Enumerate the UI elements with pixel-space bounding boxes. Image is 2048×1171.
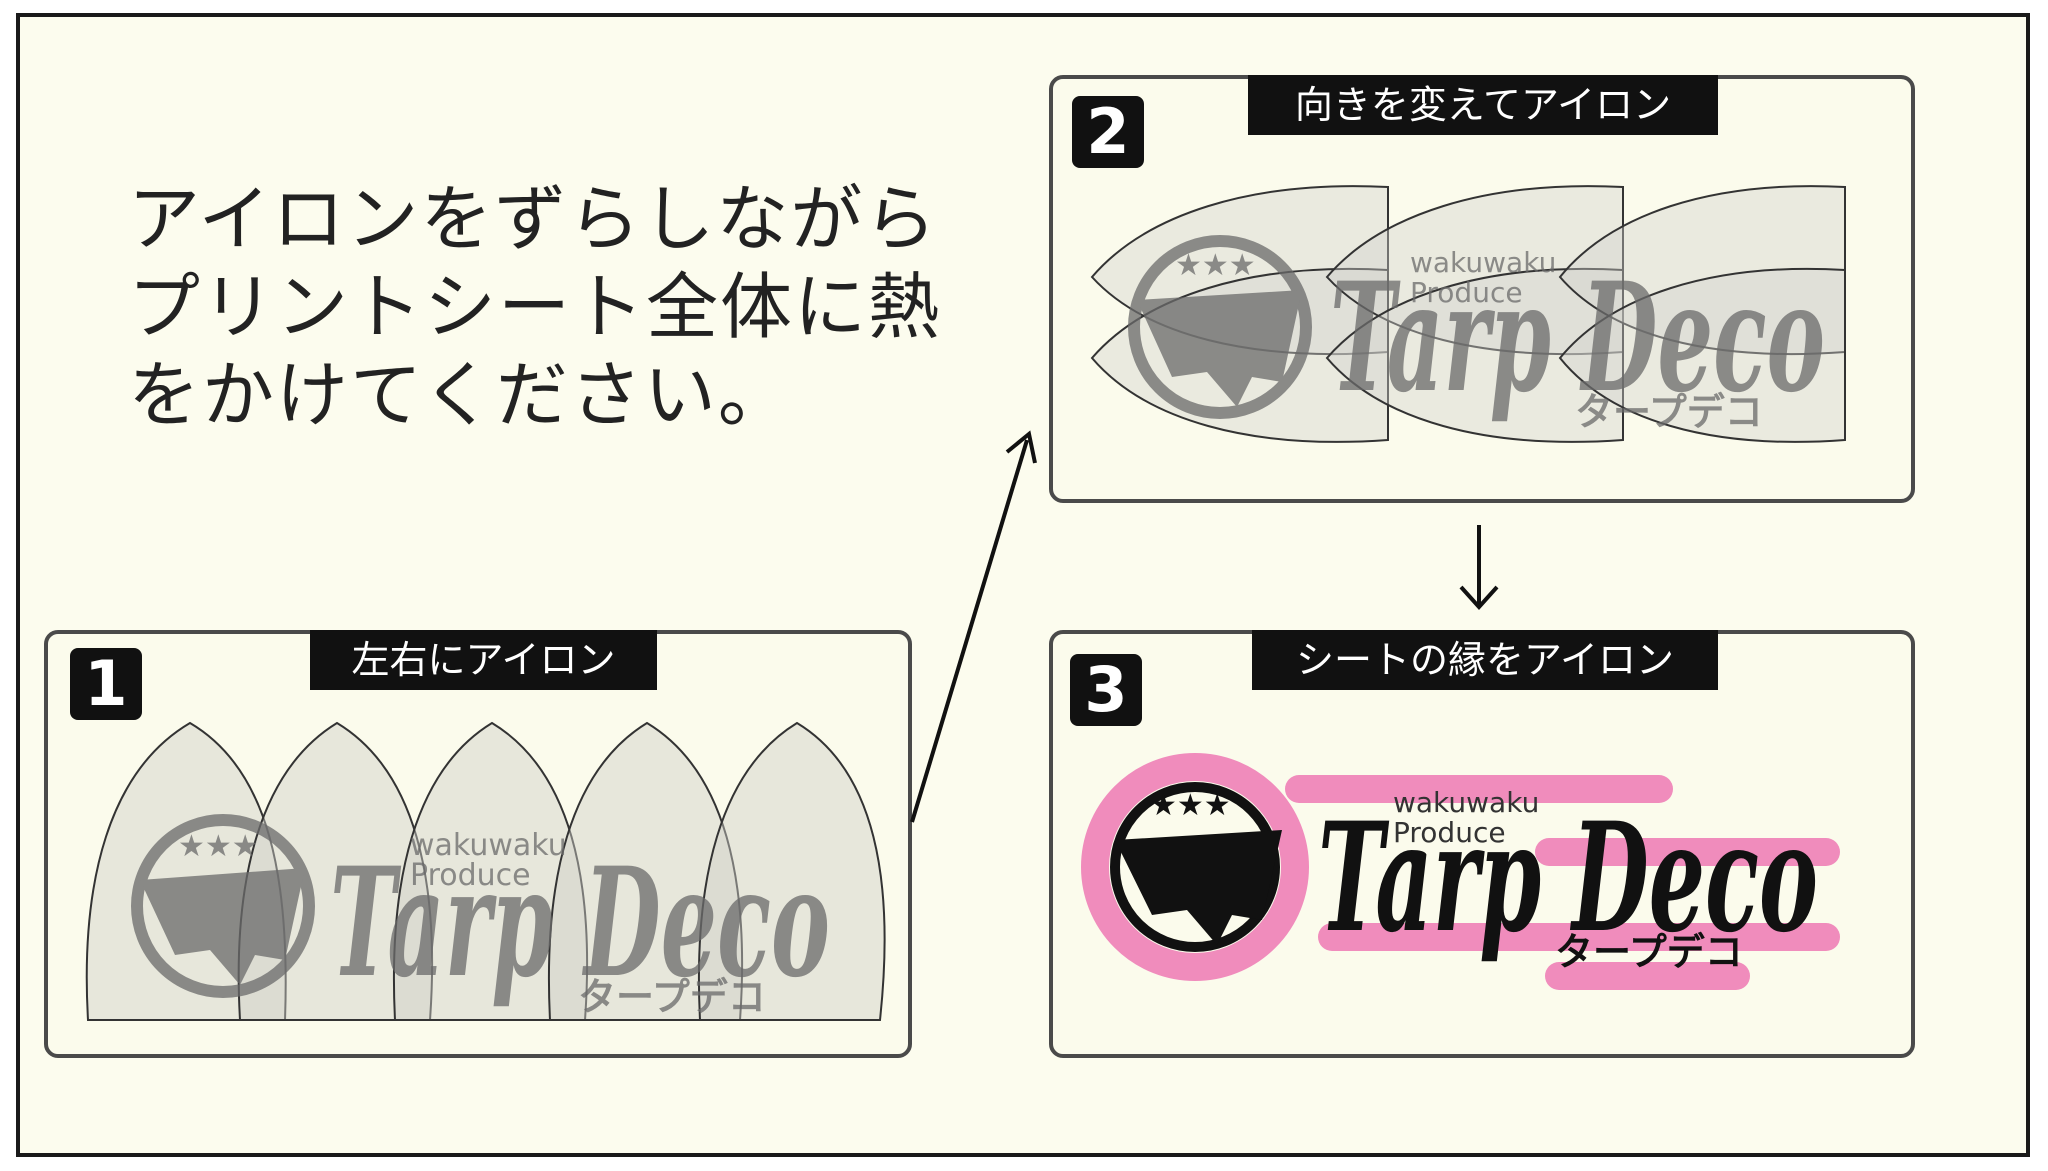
logo-sub-line-1: wakuwaku (1393, 786, 1539, 819)
instruction-line-3: をかけてください。 (128, 353, 792, 437)
arrow-step2-to-step3-head (1459, 585, 1499, 610)
logo-kana-text: タープデコ (1555, 930, 1743, 974)
logo-main-text: Tarp Deco (1318, 790, 1818, 966)
iron-outline-4 (547, 721, 744, 1021)
iron-outline-d (1325, 267, 1624, 443)
logo-emblem-circle (131, 814, 315, 998)
logo-emblem-circle (1110, 782, 1280, 952)
instruction-line-2: プリントシート全体に熱 (128, 265, 943, 349)
iron-outline-f (1558, 267, 1846, 443)
logo-kana-text: タープデコ (1575, 390, 1763, 434)
step-1-logo: ★★★ wakuwaku Produce Tarp Deco タープデコ (131, 814, 830, 1019)
highlight-stroke-3 (1318, 923, 1840, 951)
arrow-step1-to-step2-head (1005, 430, 1037, 464)
logo-main-text: Tarp Deco (1330, 250, 1825, 426)
logo-sub-line-1: wakuwaku (410, 828, 567, 863)
logo-kana-text: タープデコ (578, 975, 766, 1019)
flow-arrows (910, 430, 1499, 823)
iron-outline-3 (392, 721, 589, 1021)
logo-sub-line-1: wakuwaku (1410, 246, 1556, 279)
highlight-emblem-ring (1081, 753, 1309, 981)
tent-icon (1115, 830, 1282, 945)
logo-sub-line-2: Produce (1393, 816, 1506, 849)
highlight-stroke-4 (1545, 962, 1750, 990)
step-3-label: シートの縁をアイロン (1252, 630, 1718, 690)
step-3-badge: 3 (1070, 654, 1142, 726)
instruction-line-1: アイロンをずらしながら (128, 177, 939, 261)
step-2-logo: ★★★ wakuwaku Produce Tarp Deco タープデコ (1128, 235, 1825, 434)
star-icon: ★★★ (1175, 248, 1256, 283)
step-2-badge: 2 (1072, 96, 1144, 168)
step-2-label: 向きを変えてアイロン (1248, 75, 1718, 135)
iron-outline-c (1325, 185, 1624, 355)
arrow-step1-to-step2 (910, 439, 1029, 823)
highlight-stroke-2 (1535, 838, 1840, 866)
tent-icon (1137, 290, 1302, 407)
logo-main-text: Tarp Deco (330, 835, 830, 1011)
highlight-stroke-1 (1285, 775, 1673, 803)
step-3-logo: ★★★ wakuwaku Produce Tarp Deco タープデコ (1110, 782, 1818, 974)
star-icon: ★★★ (178, 829, 259, 864)
step-2-panel (1049, 75, 1915, 503)
logo-emblem-circle (1128, 235, 1312, 419)
logo-sub-line-2: Produce (410, 858, 531, 893)
tent-icon (140, 868, 305, 985)
step-1-label: 左右にアイロン (310, 630, 657, 690)
iron-outline-5 (697, 721, 886, 1021)
logo-sub-line-2: Produce (1410, 276, 1523, 309)
iron-outline-e (1558, 185, 1846, 355)
step-3-highlights (1081, 753, 1840, 990)
star-icon: ★★★ (1150, 788, 1231, 823)
step-1-badge: 1 (70, 648, 142, 720)
instruction-text: アイロンをずらしながら プリントシート全体に熱 をかけてください。 (128, 175, 942, 439)
